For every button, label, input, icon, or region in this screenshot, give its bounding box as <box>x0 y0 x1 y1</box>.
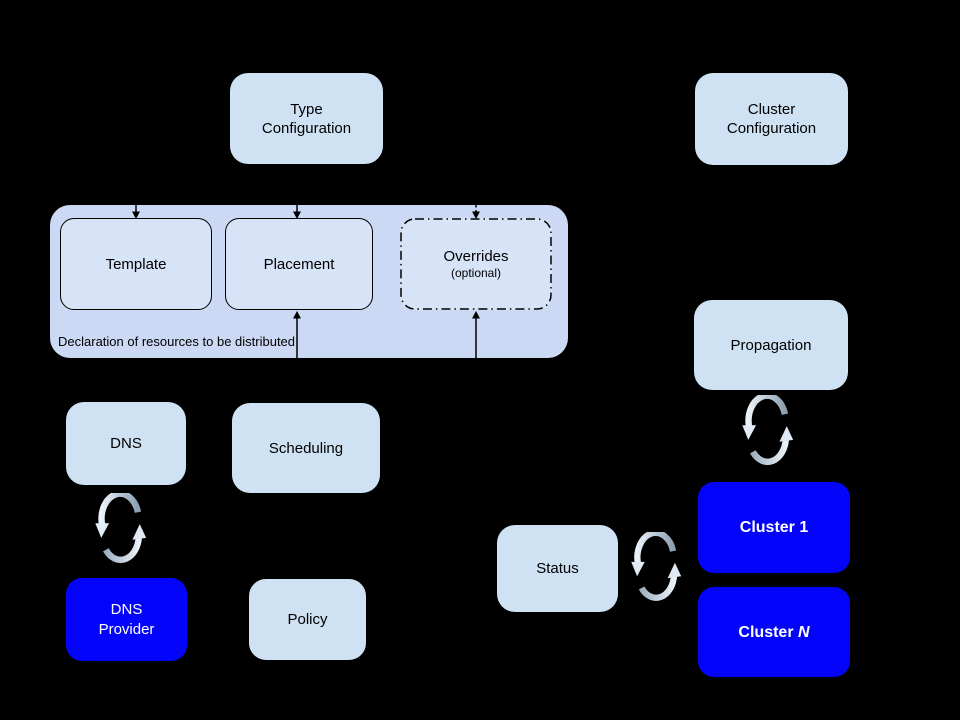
container-caption: Declaration of resources to be distribut… <box>58 334 296 349</box>
node-dns: DNS <box>66 402 186 485</box>
dash-dot-border <box>400 218 552 310</box>
node-propagation: Propagation <box>694 300 848 390</box>
arrow-down-into-placement <box>293 205 301 219</box>
sync-icon <box>95 493 147 564</box>
cluster-n-prefix: Cluster <box>738 623 798 641</box>
overrides-sublabel: (optional) <box>450 266 502 280</box>
node-dns-provider: DNS Provider <box>66 578 187 661</box>
arrow-up-into-overrides <box>472 311 480 358</box>
arrow-down-into-overrides-dashed <box>472 205 480 219</box>
arrow-down-into-template <box>132 205 140 219</box>
node-overrides: Overrides (optional) <box>400 218 552 310</box>
overrides-label: Overrides <box>443 248 509 265</box>
node-scheduling: Scheduling <box>232 403 380 493</box>
node-cluster-1: Cluster 1 <box>698 482 850 573</box>
node-policy: Policy <box>248 578 367 661</box>
sync-icon <box>742 395 794 466</box>
node-cluster-configuration: Cluster Configuration <box>695 73 848 165</box>
node-template: Template <box>60 218 212 310</box>
node-cluster-n: Cluster N <box>698 587 850 677</box>
node-status: Status <box>497 525 618 612</box>
node-placement: Placement <box>225 218 373 310</box>
resource-declaration-group: Template Placement Overrides (optional) … <box>50 205 568 358</box>
cluster-n-suffix: N <box>798 623 810 641</box>
sync-icon <box>631 532 682 601</box>
node-type-configuration: Type Configuration <box>230 73 383 164</box>
